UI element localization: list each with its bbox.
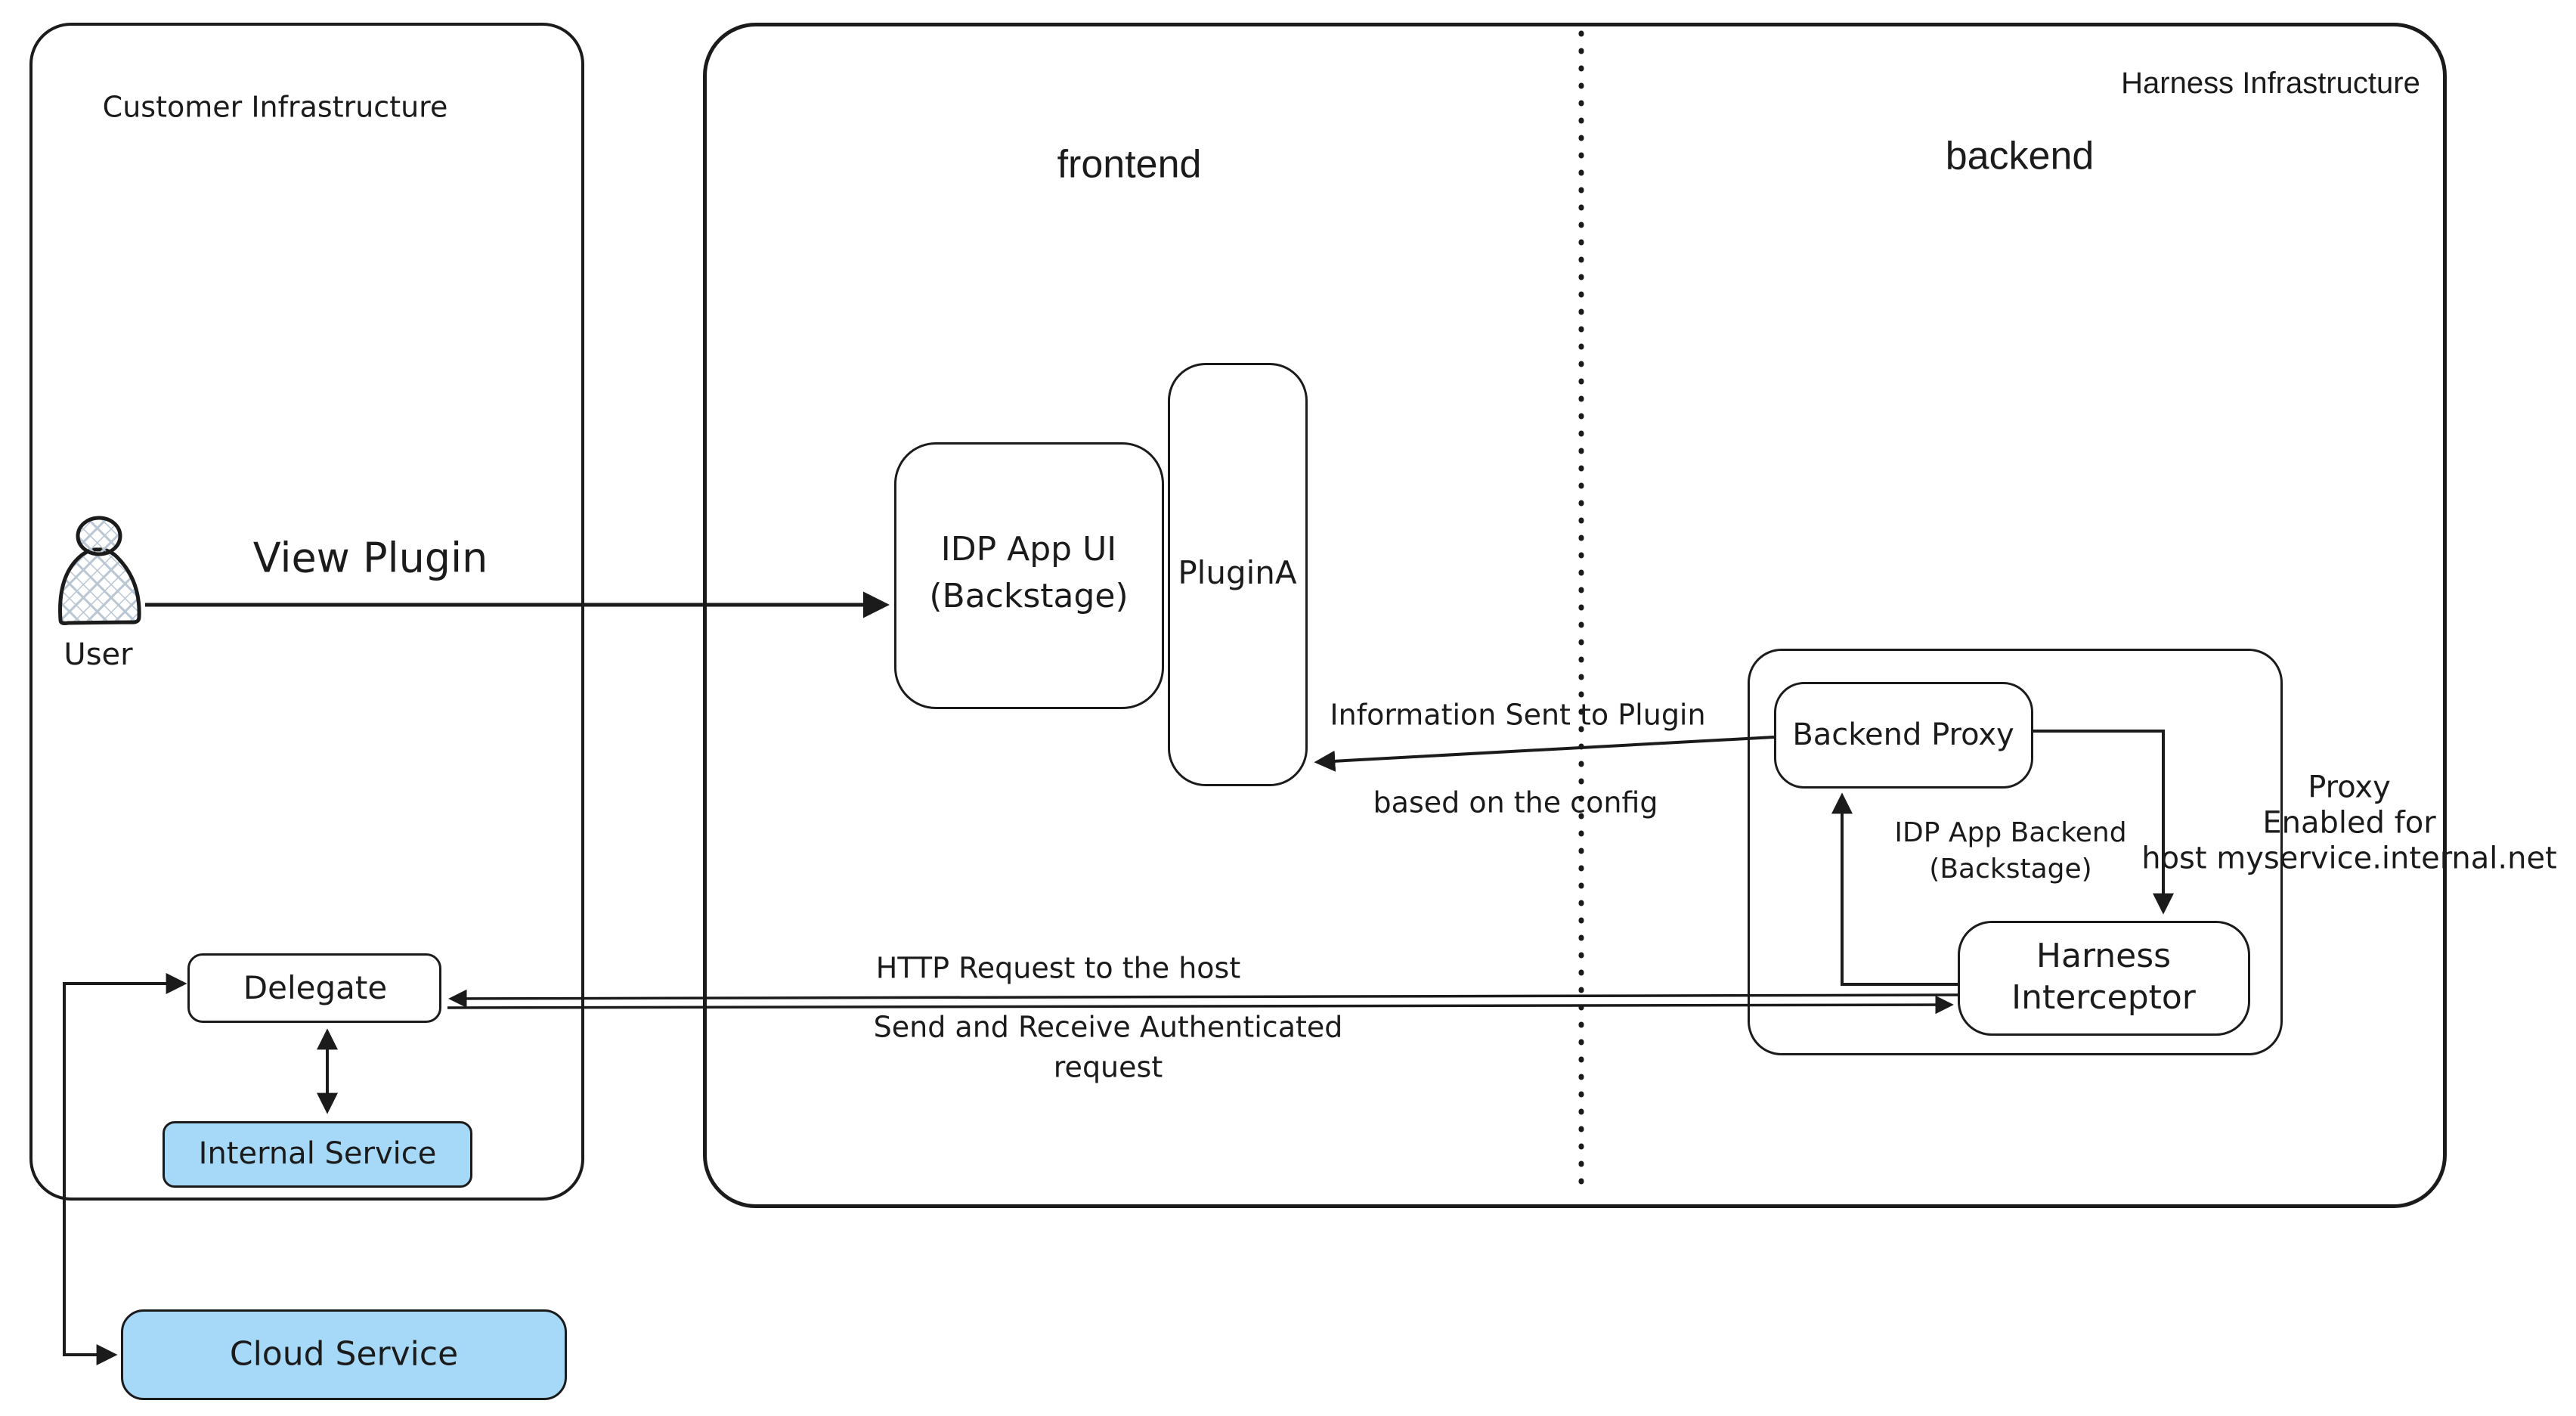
idp-app-backend-label-line1: IDP App Backend: [1894, 817, 2127, 848]
idp-app-backend-label-line2: (Backstage): [1929, 854, 2092, 885]
delegate-node: [187, 953, 441, 1023]
internal-service-label: Internal Service: [198, 1136, 437, 1171]
idp-app-ui-label: IDP App UI (Backstage): [929, 526, 1128, 620]
backend-section-title: backend: [1945, 134, 2095, 178]
proxy-enabled-line2: Enabled for: [2262, 805, 2436, 841]
proxy-enabled-line1: Proxy: [2308, 770, 2391, 805]
proxy-enabled-annotation: Proxy Enabled for host myservice.interna…: [2141, 770, 2557, 877]
idp-app-ui-label-line2: (Backstage): [929, 577, 1129, 615]
information-sent-edge-label-line1: Information Sent to Plugin: [1330, 698, 1706, 732]
internal-service-node: [163, 1121, 472, 1188]
customer-infrastructure-region: [29, 23, 584, 1201]
customer-infrastructure-title: Customer Infrastructure: [102, 90, 448, 124]
user-node-label: User: [63, 637, 133, 672]
idp-app-ui-node: [894, 442, 1164, 709]
send-receive-edge-label-line2: request: [1053, 1050, 1163, 1084]
proxy-to-interceptor-arrow: [2033, 730, 2174, 915]
cloud-service-node: [121, 1309, 567, 1400]
interceptor-to-proxy-arrow: [1831, 792, 1958, 986]
send-receive-edge-label-line1: Send and Receive Authenticated: [873, 1010, 1343, 1044]
send-receive-arrow: [447, 995, 1954, 1015]
information-sent-arrow: [1314, 736, 1775, 772]
harness-interceptor-label-line1: Harness: [2036, 937, 2172, 975]
backend-proxy-node: [1774, 682, 2033, 789]
backend-proxy-label: Backend Proxy: [1792, 717, 2014, 752]
cloud-service-label: Cloud Service: [229, 1334, 459, 1374]
delegate-label: Delegate: [243, 968, 388, 1006]
harness-interceptor-label: Harness Interceptor: [2011, 935, 2196, 1018]
plugin-a-node: [1168, 363, 1308, 786]
http-request-arrow: [448, 989, 1958, 1009]
frontend-section-title: frontend: [1057, 142, 1202, 187]
idp-app-ui-label-line1: IDP App UI: [940, 530, 1117, 569]
idp-app-backend-container: [1748, 649, 2283, 1055]
delegate-cloud-arrow: [63, 973, 187, 1365]
plugin-a-label: PluginA: [1178, 553, 1297, 591]
http-request-edge-label: HTTP Request to the host: [875, 951, 1241, 985]
information-sent-edge-label-line2: based on the config: [1373, 785, 1658, 820]
harness-infrastructure-title: Harness Infrastructure: [2121, 67, 2420, 100]
harness-interceptor-label-line2: Interceptor: [2011, 978, 2196, 1017]
harness-infrastructure-region: [703, 23, 2447, 1208]
view-plugin-edge-label: View Plugin: [252, 534, 488, 582]
user-person-icon: [58, 516, 141, 625]
idp-app-backend-label: IDP App Backend (Backstage): [1894, 815, 2126, 888]
proxy-enabled-line3: host myservice.internal.net: [2141, 841, 2557, 876]
harness-interceptor-node: [1958, 921, 2250, 1036]
